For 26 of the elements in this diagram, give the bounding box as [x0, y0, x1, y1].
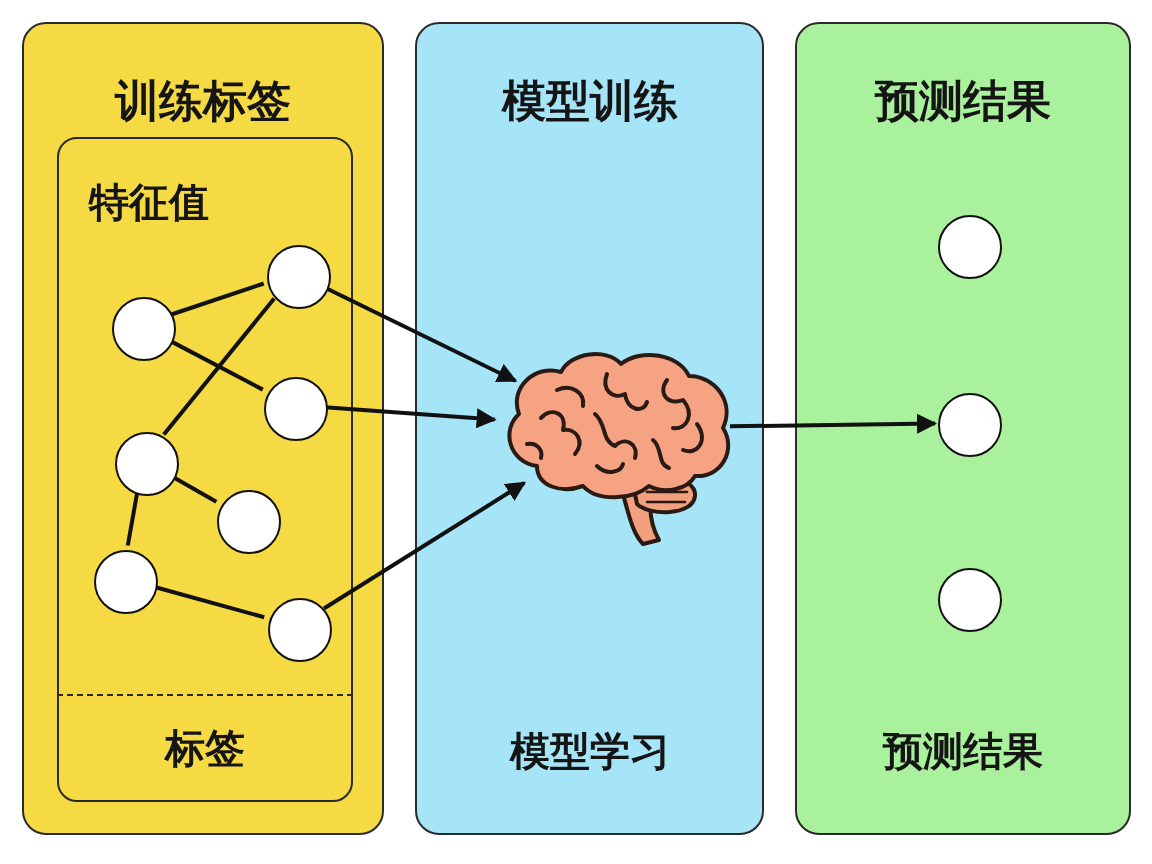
circle	[112, 297, 176, 361]
column-panel	[415, 22, 764, 835]
inner-box	[57, 137, 353, 802]
circle	[267, 245, 331, 309]
column-panel	[795, 22, 1131, 835]
circle	[938, 215, 1002, 279]
panel-title: 预测结果	[875, 74, 1051, 128]
circle	[115, 432, 179, 496]
panel-label: 模型学习	[509, 727, 670, 776]
panel-title: 训练标签	[115, 74, 291, 128]
connector-line	[162, 297, 276, 436]
circle	[264, 377, 328, 441]
panel-title: 模型训练	[501, 74, 678, 128]
column-panel	[22, 22, 384, 835]
circle	[938, 568, 1002, 632]
connector-line	[125, 492, 140, 546]
panel-label: 预测结果	[883, 727, 1043, 776]
circle	[217, 490, 281, 554]
section-label: 标签	[165, 724, 245, 773]
circle	[268, 598, 332, 662]
section-title: 特征值	[89, 178, 209, 227]
arrow	[729, 413, 937, 434]
connector-line	[170, 281, 265, 317]
arrow	[322, 481, 527, 611]
circle	[938, 393, 1002, 457]
circle	[94, 550, 158, 614]
